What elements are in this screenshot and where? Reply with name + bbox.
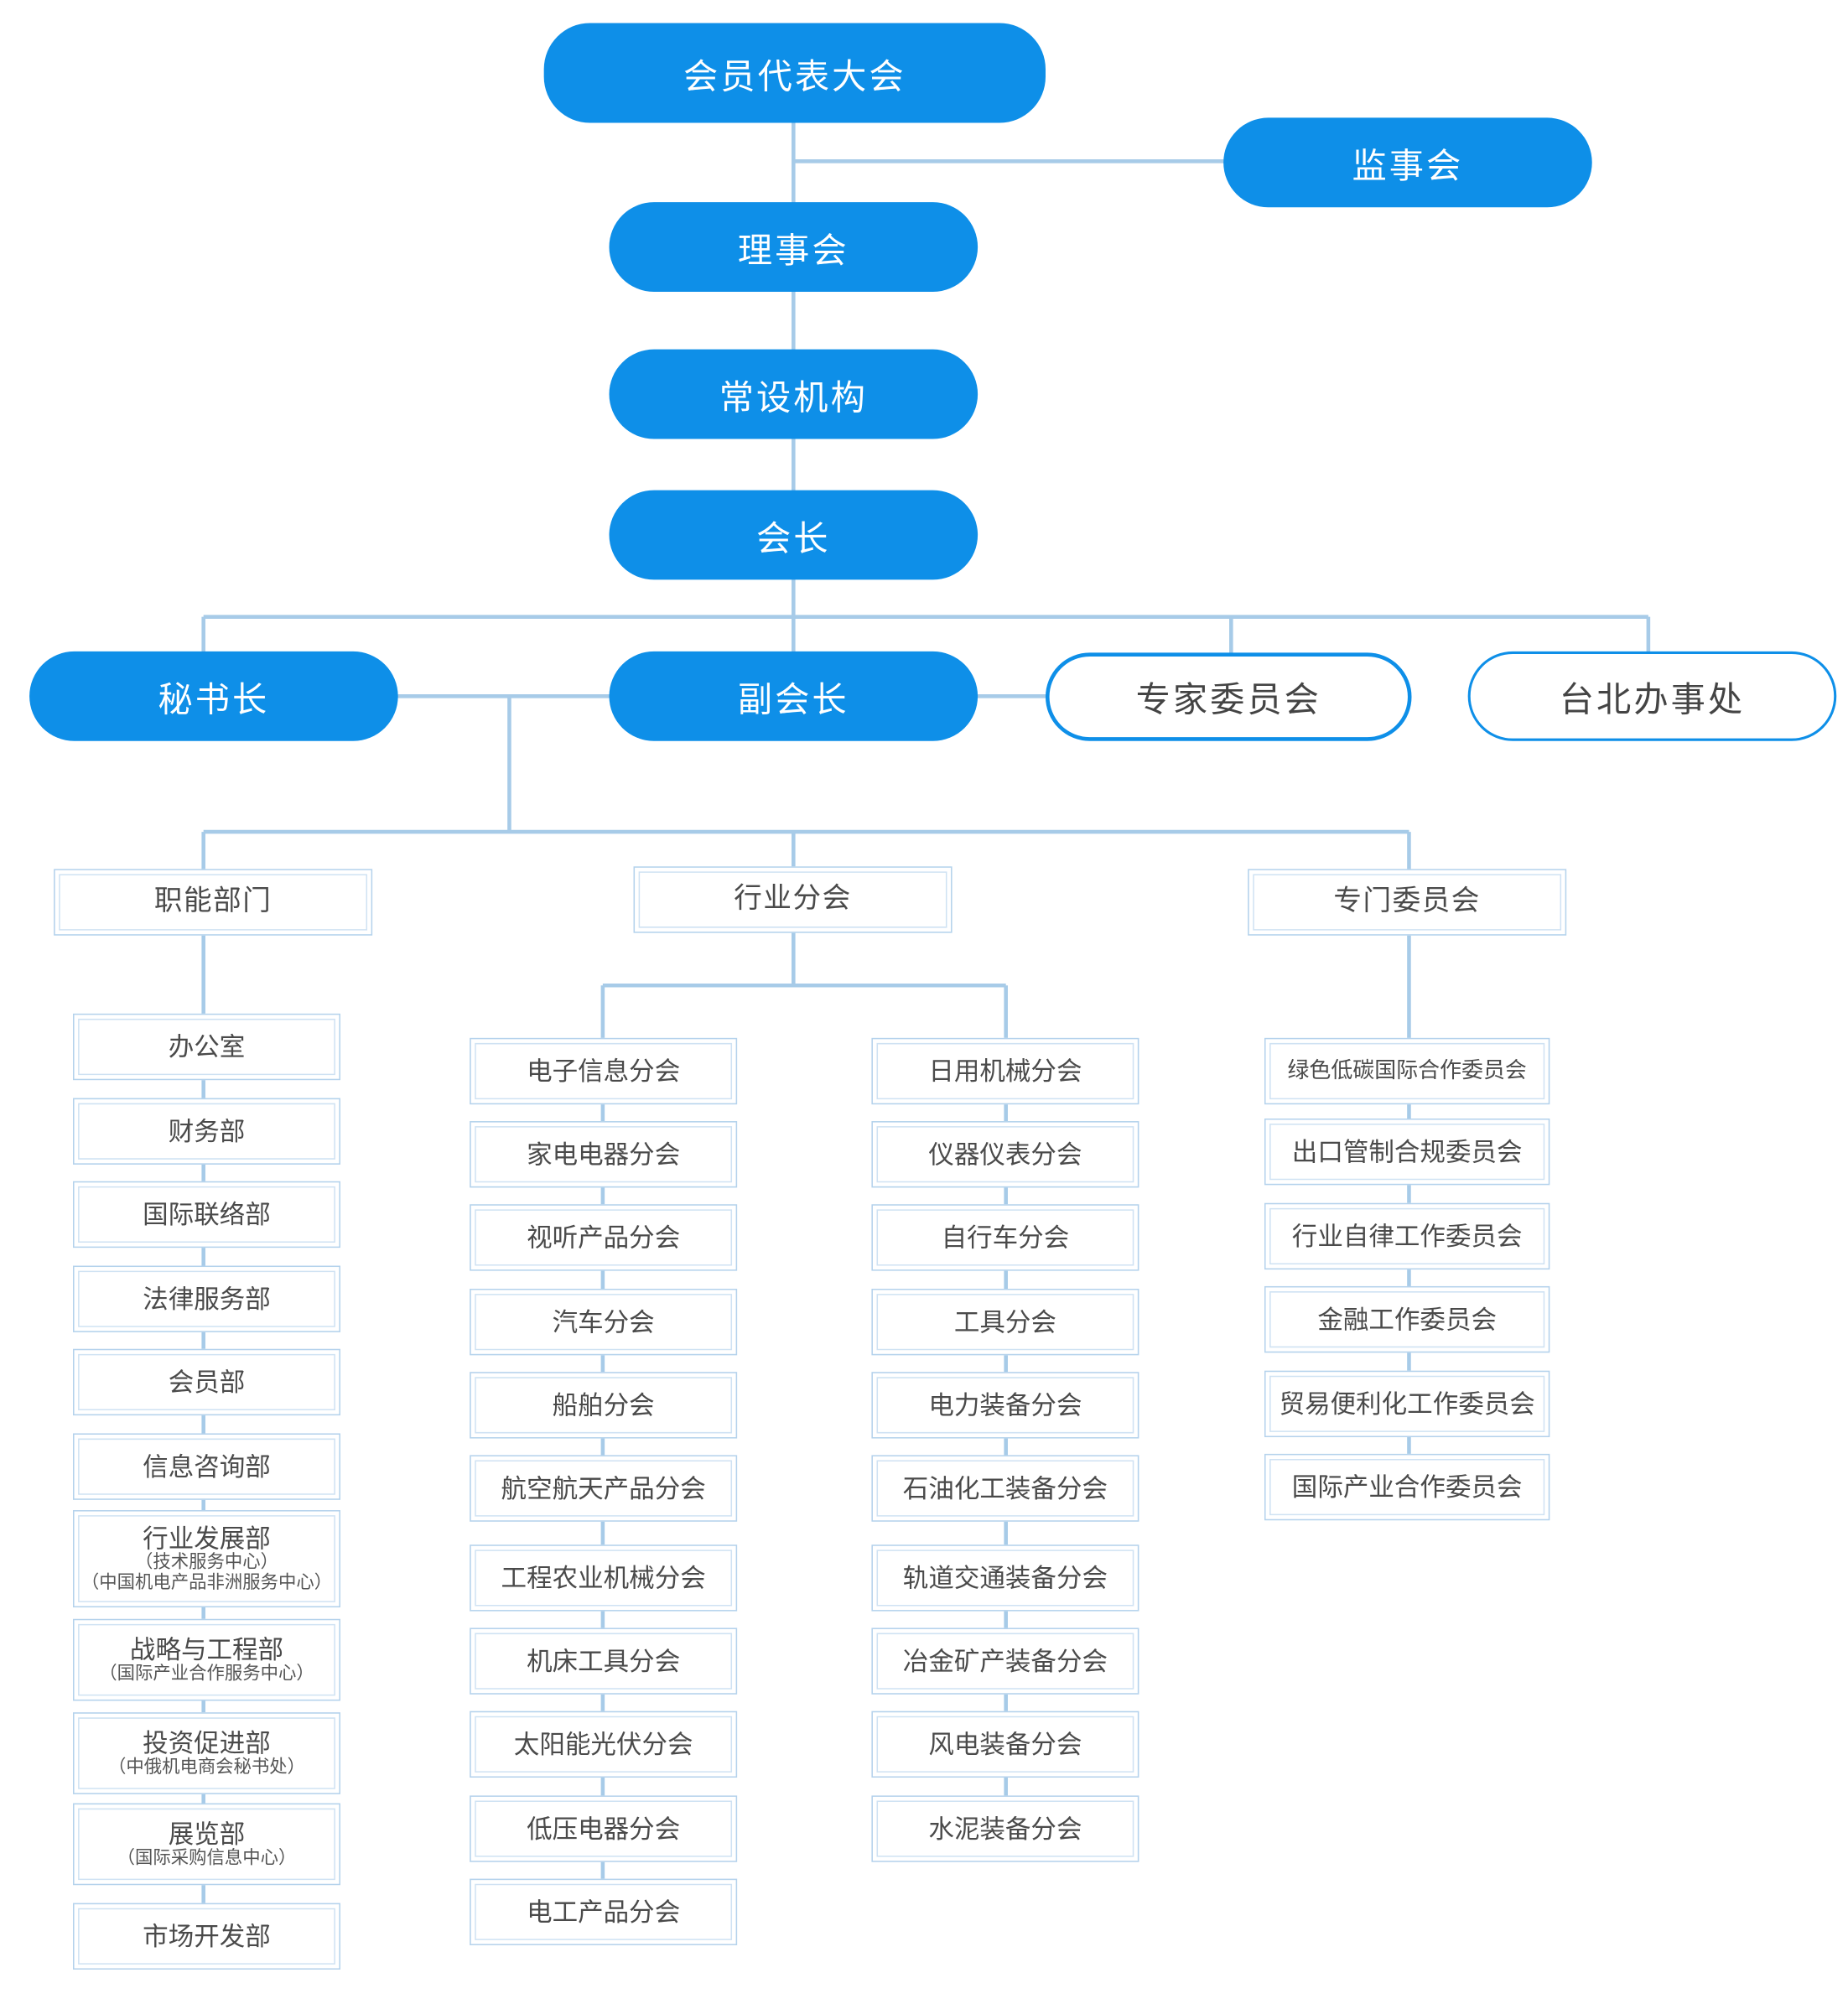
branch-daily-machinery: 日用机械分会 [871,1037,1139,1105]
dept-information-consulting: 信息咨询部 [72,1433,340,1500]
special-committees-header: 专门委员会 [1248,869,1567,936]
branch-wind-power-equipment: 风电装备分会 [871,1711,1139,1778]
dept-name: 信息咨询部 [143,1451,271,1482]
dept-name: 会员部 [168,1367,246,1398]
branch-electronic-information: 电子信息分会 [470,1037,738,1105]
dept-investment-promotion: 投资促进部 （中俄机电商会秘书处） [72,1712,340,1794]
dept-strategy-engineering: 战略与工程部 （国际产业合作服务中心） [72,1618,340,1701]
functional-departments-header: 职能部门 [54,869,373,936]
branch-shipbuilding: 船舶分会 [470,1372,738,1439]
branch-audio-video: 视听产品分会 [470,1204,738,1271]
branch-metallurgy-mining-equipment: 冶金矿产装备分会 [871,1627,1139,1695]
branch-bicycle: 自行车分会 [871,1204,1139,1271]
dept-subtitle: （技术服务中心） [135,1551,278,1573]
dept-name: 国际联络部 [143,1199,271,1230]
branch-machine-tools: 机床工具分会 [470,1627,738,1695]
dept-subtitle: （中俄机电商会秘书处） [107,1757,306,1778]
assembly-node: 会员代表大会 [543,23,1046,123]
committee-industry-self-regulation: 行业自律工作委员会 [1264,1202,1550,1270]
dept-finance: 财务部 [72,1098,340,1165]
committee-international-industry-cooperation: 国际产业合作委员会 [1264,1453,1550,1521]
industry-branches-header: 行业分会 [633,866,953,933]
branch-automobile: 汽车分会 [470,1288,738,1356]
council-node: 理事会 [609,202,979,292]
committee-green-low-carbon: 绿色低碳国际合作委员会 [1264,1037,1550,1105]
standing-body-node: 常设机构 [609,349,979,439]
dept-international-liaison: 国际联络部 [72,1181,340,1248]
branch-petrochemical-equipment: 石油化工装备分会 [871,1455,1139,1522]
dept-name: 财务部 [168,1115,246,1147]
committee-export-control-compliance: 出口管制合规委员会 [1264,1118,1550,1186]
expert-committee-node: 专家委员会 [1045,652,1412,741]
taipei-office-node: 台北办事处 [1467,651,1837,741]
dept-exhibition: 展览部 （国际采购信息中心） [72,1803,340,1886]
supervisory-board-node: 监事会 [1223,117,1592,208]
branch-construction-agri-machinery: 工程农业机械分会 [470,1544,738,1612]
branch-low-voltage-apparatus: 低压电器分会 [470,1795,738,1862]
dept-membership: 会员部 [72,1348,340,1416]
branch-cement-equipment: 水泥装备分会 [871,1795,1139,1862]
secretary-general-node: 秘书长 [29,651,398,741]
vice-president-node: 副会长 [609,651,979,741]
dept-subtitle: （国际产业合作服务中心） [99,1663,314,1685]
dept-name: 行业发展部 [143,1522,271,1554]
branch-tools: 工具分会 [871,1288,1139,1356]
branch-rail-transit-equipment: 轨道交通装备分会 [871,1544,1139,1612]
dept-legal-services: 法律服务部 [72,1265,340,1332]
branch-power-equipment: 电力装备分会 [871,1372,1139,1439]
committee-finance: 金融工作委员会 [1264,1285,1550,1353]
branch-home-appliances: 家电电器分会 [470,1121,738,1188]
branch-solar-pv: 太阳能光伏分会 [470,1711,738,1778]
branch-instruments: 仪器仪表分会 [871,1121,1139,1188]
dept-industry-development: 行业发展部 （技术服务中心） （中国机电产品非洲服务中心） [72,1510,340,1608]
dept-name: 战略与工程部 [129,1633,284,1665]
dept-market-development: 市场开发部 [72,1903,340,1970]
dept-name: 投资促进部 [143,1727,271,1758]
president-node: 会长 [609,490,979,580]
dept-office: 办公室 [72,1013,340,1081]
dept-subtitle-2: （中国机电产品非洲服务中心） [80,1572,333,1594]
dept-name: 展览部 [168,1818,246,1850]
dept-name: 市场开发部 [143,1920,271,1952]
dept-subtitle: （国际采购信息中心） [117,1847,297,1869]
branch-electrical-products: 电工产品分会 [470,1878,738,1945]
branch-aerospace: 航空航天产品分会 [470,1455,738,1522]
dept-name: 办公室 [168,1031,246,1062]
dept-name: 法律服务部 [143,1283,271,1315]
committee-trade-facilitation: 贸易便利化工作委员会 [1264,1370,1550,1438]
